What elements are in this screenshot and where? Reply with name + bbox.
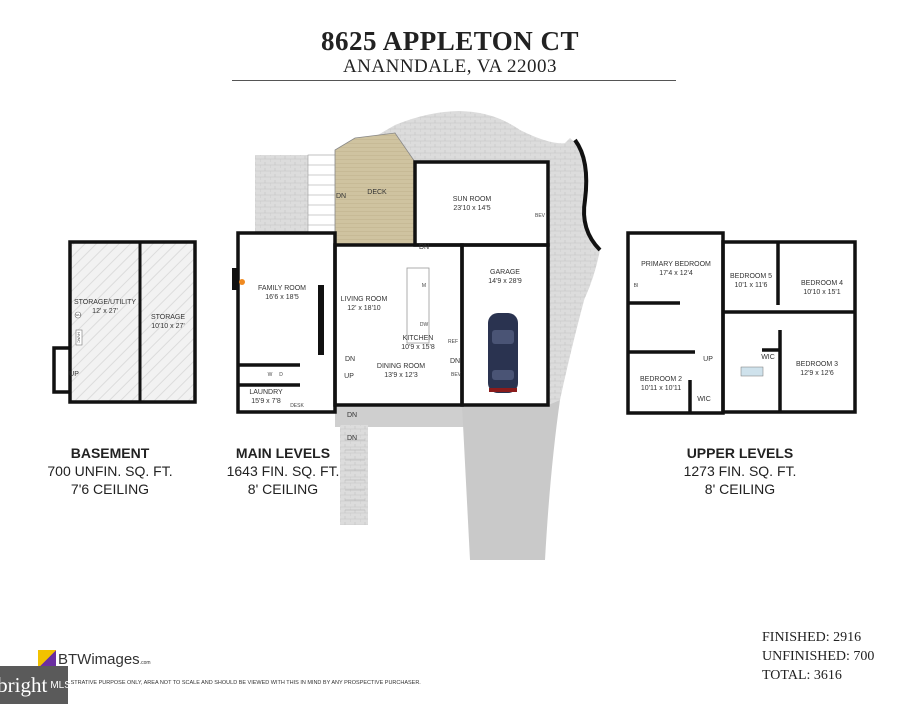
kitchen-island bbox=[406, 267, 430, 344]
btw-logo-icon bbox=[38, 650, 56, 668]
stair-label: UP bbox=[703, 356, 713, 363]
closet-label: WIC bbox=[697, 396, 711, 403]
fixture-label: BEV bbox=[450, 372, 462, 378]
stair-label: DN bbox=[335, 193, 347, 200]
basement-plan bbox=[52, 240, 197, 404]
stair-label: UP bbox=[69, 371, 79, 378]
fixture-label: REF bbox=[448, 339, 458, 345]
upper-level-walls bbox=[626, 231, 857, 415]
deck-stairs bbox=[307, 154, 337, 234]
stair-label: DN bbox=[346, 435, 358, 442]
fixture-label: DESK bbox=[290, 403, 304, 409]
entry-stairs bbox=[345, 439, 365, 511]
fixture-label: W bbox=[267, 372, 273, 378]
hvac-label: HVAC bbox=[76, 332, 82, 343]
stair-label: DN bbox=[344, 356, 356, 363]
closet-label: WIC bbox=[761, 354, 775, 361]
fireplace-icon bbox=[239, 279, 245, 285]
divider bbox=[232, 80, 676, 81]
fixture-label: BEV bbox=[534, 213, 546, 219]
hvac-icon bbox=[75, 329, 83, 346]
property-address: 8625 APPLETON CT bbox=[320, 26, 580, 56]
room-label: DECK bbox=[367, 189, 387, 196]
fixture-label: M bbox=[421, 283, 427, 289]
water-heater-label: WH bbox=[75, 313, 81, 317]
stair-label: DN bbox=[418, 244, 430, 251]
main-level-walls bbox=[236, 160, 550, 414]
property-city: ANANNDALE, VA 22003 bbox=[342, 56, 558, 77]
disclaimer: ...STRATIVE PURPOSE ONLY, AREA NOT TO SC… bbox=[66, 680, 421, 686]
fixture-label: DW bbox=[419, 322, 429, 328]
btwimages-logo: BTWimages.com bbox=[38, 650, 151, 668]
water-heater-icon bbox=[74, 311, 82, 319]
stair-label: UP bbox=[344, 373, 354, 380]
driveway bbox=[462, 400, 560, 560]
stair-label: DN bbox=[449, 358, 461, 365]
stone-patio bbox=[255, 111, 602, 525]
car-icon bbox=[488, 313, 518, 393]
fixture-label: BI bbox=[633, 283, 639, 289]
fixture-label: D bbox=[279, 372, 283, 378]
stair-label: DN bbox=[346, 412, 358, 419]
bathtub-icon bbox=[740, 366, 764, 377]
